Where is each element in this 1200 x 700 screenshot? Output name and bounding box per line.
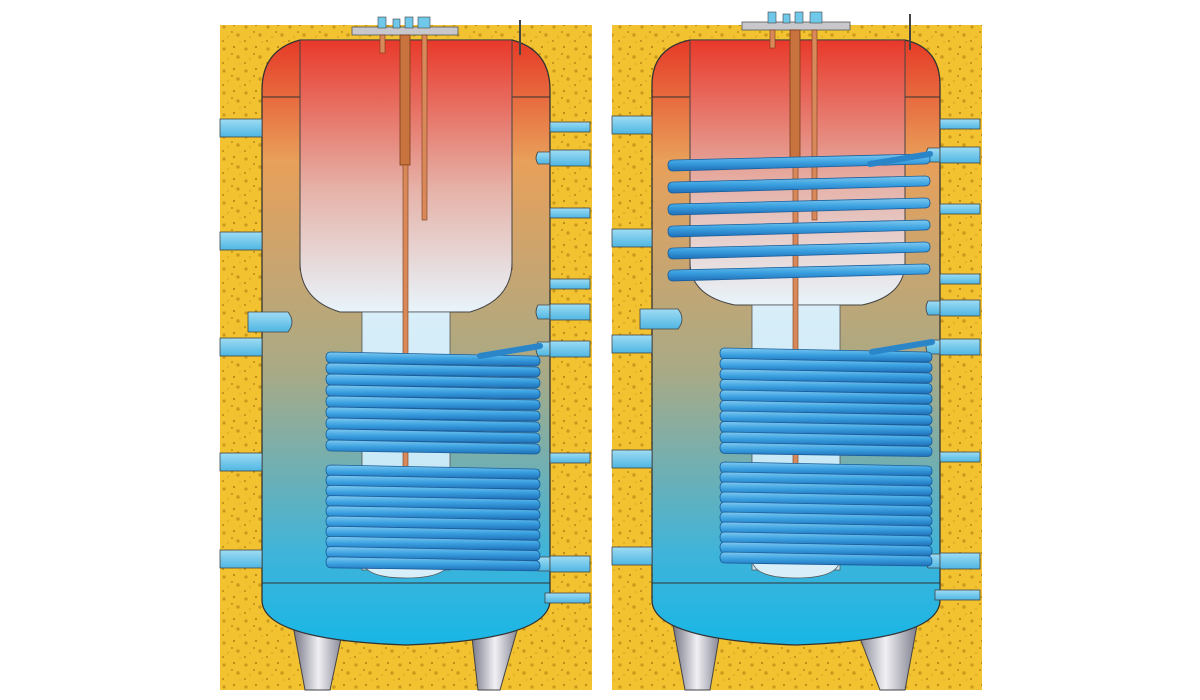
coil-turn <box>667 219 931 238</box>
coil-turn <box>325 384 541 400</box>
coil-turn <box>719 442 933 457</box>
coil-turn <box>325 439 541 455</box>
side-nozzle <box>219 231 263 251</box>
coil-turn <box>325 428 541 444</box>
side-nozzle <box>611 115 653 135</box>
side-nozzle <box>939 338 981 356</box>
right-tank-panel <box>611 11 982 691</box>
coil-turn <box>719 389 933 405</box>
side-nozzle <box>549 340 591 358</box>
side-nozzle <box>549 207 591 219</box>
side-nozzle <box>544 592 591 604</box>
coil-turn <box>719 400 933 415</box>
right-coil-group-top <box>667 151 933 282</box>
side-nozzle <box>549 303 591 321</box>
coil-turn <box>325 395 541 411</box>
sensor-rod <box>421 34 428 221</box>
coil-turn <box>719 410 933 426</box>
coil-inlet-pipe <box>867 151 933 167</box>
flange-fitting <box>794 11 804 24</box>
side-nozzle <box>611 449 653 469</box>
flange-fitting <box>377 16 387 29</box>
side-nozzle <box>219 549 263 569</box>
sensor-rod <box>811 29 818 221</box>
flange-fitting <box>417 16 431 29</box>
side-nozzle <box>549 555 591 573</box>
flange-fitting <box>767 11 777 24</box>
side-nozzle <box>549 278 591 290</box>
side-nozzle <box>611 334 653 354</box>
side-nozzle <box>939 273 981 285</box>
sensor-rod <box>769 29 776 49</box>
coil-turn <box>667 241 931 260</box>
flange-fitting <box>392 18 401 29</box>
coil-turn <box>325 373 541 389</box>
side-nozzle <box>611 546 653 566</box>
coil-turn <box>719 358 933 373</box>
side-nozzle <box>939 299 981 317</box>
side-nozzle <box>939 552 981 570</box>
side-nozzle <box>939 118 981 130</box>
coil-turn <box>719 368 933 384</box>
coil-turn <box>325 556 541 572</box>
coil-turn <box>325 417 541 433</box>
coil-turn <box>667 175 931 194</box>
coil-connection-nozzle <box>535 304 551 320</box>
coil-turn <box>719 431 933 447</box>
coil-inlet-pipe <box>869 339 935 355</box>
flange-fitting <box>404 16 414 29</box>
side-nozzle <box>939 451 981 463</box>
left-coil-group-lower <box>325 464 541 572</box>
coil-inlet-pipe <box>477 343 543 359</box>
side-nozzle <box>549 121 591 133</box>
right-coil-group-lower <box>719 461 933 567</box>
coil-turn <box>325 406 541 422</box>
coil-turn <box>325 362 541 378</box>
left-tank-panel <box>219 16 592 691</box>
flange-fitting <box>782 13 791 24</box>
side-nozzle <box>939 203 981 215</box>
heating-element-rod <box>399 34 411 166</box>
coil-connection-nozzle <box>925 300 941 316</box>
coil-connection-nozzle <box>535 151 551 165</box>
manhole-flange <box>639 308 683 330</box>
coil-turn <box>719 379 933 394</box>
side-nozzle <box>219 452 263 472</box>
heating-element-rod <box>789 29 801 166</box>
manhole-flange <box>247 311 293 333</box>
coil-turn <box>719 551 933 567</box>
side-nozzle <box>549 149 591 167</box>
side-nozzle <box>219 118 263 138</box>
coil-turn <box>719 421 933 436</box>
side-nozzle <box>611 228 653 248</box>
right-coil-group-upper <box>719 339 935 457</box>
side-nozzle <box>549 452 591 464</box>
side-nozzle <box>219 337 263 357</box>
sensor-rod <box>379 34 386 54</box>
side-nozzle <box>934 589 981 601</box>
side-nozzle <box>939 146 981 164</box>
coil-turn <box>667 197 931 216</box>
left-coil-group-upper <box>325 343 543 455</box>
flange-fitting <box>809 11 823 24</box>
coil-turn <box>667 263 931 282</box>
